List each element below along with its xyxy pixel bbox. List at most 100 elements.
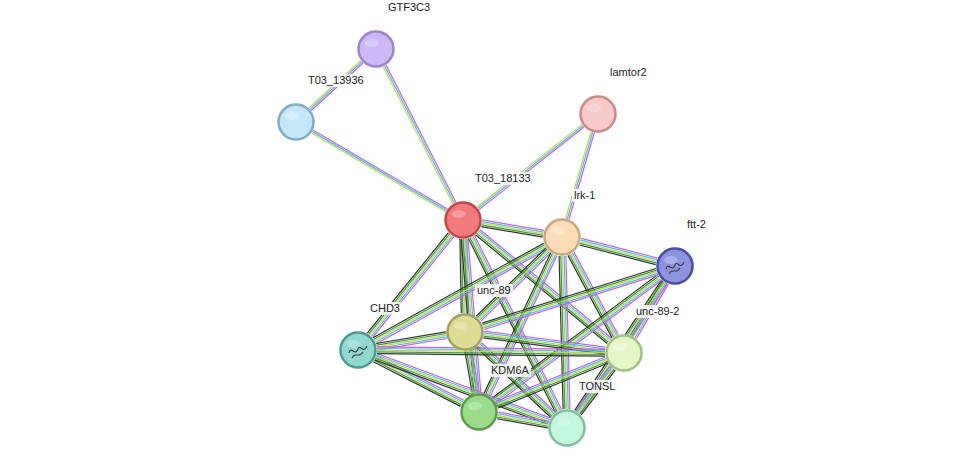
- protein-node: T03_13936: [277, 103, 315, 141]
- evidence-line: [383, 67, 453, 204]
- interaction-edge: [497, 412, 549, 428]
- node-highlight: [285, 112, 299, 120]
- node-highlight: [587, 104, 601, 112]
- evidence-line: [497, 417, 548, 426]
- evidence-line: [559, 256, 563, 409]
- node-fill: [550, 411, 585, 446]
- evidence-line: [581, 240, 657, 260]
- node-fill: [359, 32, 394, 67]
- evidence-line: [468, 351, 475, 394]
- evidence-line: [483, 270, 657, 325]
- node-circle: [277, 103, 315, 141]
- node-highlight: [613, 343, 627, 351]
- node-circle: [579, 95, 617, 133]
- evidence-line: [373, 237, 454, 337]
- evidence-line: [460, 239, 461, 313]
- interaction-edge: [559, 256, 570, 409]
- node-circle: [543, 218, 581, 256]
- protein-node: ftt-2: [656, 247, 694, 285]
- protein-node: CHD3: [339, 331, 377, 369]
- node-label: KDM6A: [489, 364, 531, 377]
- node-fill: [448, 315, 483, 350]
- interaction-edge: [377, 347, 605, 356]
- evidence-line: [376, 332, 446, 344]
- evidence-line: [312, 133, 446, 212]
- evidence-line: [377, 335, 447, 347]
- structure-icon: [666, 262, 684, 274]
- interaction-edge: [383, 65, 456, 204]
- evidence-line: [479, 127, 584, 210]
- evidence-line: [373, 243, 544, 338]
- evidence-line: [497, 419, 548, 428]
- node-label: T03_18133: [473, 172, 533, 185]
- evidence-line: [484, 273, 658, 328]
- protein-node: TONSL: [548, 409, 586, 447]
- interaction-edge: [312, 130, 448, 212]
- evidence-line: [580, 245, 656, 265]
- protein-node: lamtor2: [579, 95, 617, 133]
- node-circle: [605, 334, 643, 372]
- node-label: T03_13936: [306, 74, 366, 87]
- node-highlight: [365, 39, 379, 47]
- evidence-line: [477, 124, 582, 207]
- node-circle: [548, 409, 586, 447]
- node-highlight: [347, 340, 361, 348]
- evidence-line: [569, 133, 594, 220]
- node-fill: [462, 395, 497, 430]
- node-label: unc-89-2: [634, 305, 681, 318]
- protein-node: GTF3C3: [357, 30, 395, 68]
- node-circle: [357, 30, 395, 68]
- interaction-edge: [580, 238, 658, 264]
- node-fill: [545, 220, 580, 255]
- node-fill: [581, 97, 616, 132]
- node-highlight: [556, 418, 570, 426]
- interaction-edge: [367, 233, 453, 338]
- node-highlight: [454, 322, 468, 330]
- interaction-edge: [481, 220, 544, 237]
- evidence-line: [487, 254, 554, 395]
- evidence-line: [576, 281, 663, 411]
- node-circle: [339, 331, 377, 369]
- node-label: TONSL: [577, 380, 617, 393]
- evidence-line: [567, 132, 592, 219]
- evidence-line: [483, 272, 657, 327]
- node-circle: [460, 393, 498, 431]
- evidence-line: [374, 360, 461, 405]
- node-circle: [444, 201, 482, 239]
- evidence-line: [478, 126, 583, 209]
- node-highlight: [468, 402, 482, 410]
- node-label: CHD3: [368, 302, 402, 315]
- evidence-line: [313, 130, 447, 209]
- interaction-edge: [566, 132, 595, 219]
- node-label: lamtor2: [608, 66, 649, 79]
- protein-node: unc-89-2: [605, 334, 643, 372]
- node-label: lrk-1: [572, 189, 597, 202]
- node-fill: [658, 249, 693, 284]
- interaction-edge: [482, 268, 658, 329]
- node-highlight: [664, 256, 678, 264]
- node-label: GTF3C3: [386, 1, 432, 14]
- node-circle: [446, 313, 484, 351]
- evidence-line: [481, 227, 543, 238]
- node-label: ftt-2: [685, 218, 708, 231]
- structure-icon: [349, 346, 367, 358]
- node-label: unc-89: [475, 284, 513, 297]
- evidence-line: [481, 225, 543, 236]
- protein-node: lrk-1: [543, 218, 581, 256]
- node-fill: [341, 333, 376, 368]
- evidence-line: [566, 132, 591, 219]
- evidence-line: [371, 236, 452, 336]
- evidence-line: [376, 333, 446, 345]
- node-fill: [446, 203, 481, 238]
- evidence-line: [377, 354, 605, 357]
- evidence-line: [580, 243, 656, 263]
- node-fill: [607, 336, 642, 371]
- node-circle: [656, 247, 694, 285]
- evidence-line: [312, 132, 446, 211]
- protein-node: KDM6A: [460, 393, 498, 431]
- evidence-line: [580, 242, 656, 262]
- interaction-edge: [477, 124, 584, 209]
- protein-node: T03_18133: [444, 201, 482, 239]
- evidence-line: [370, 235, 451, 335]
